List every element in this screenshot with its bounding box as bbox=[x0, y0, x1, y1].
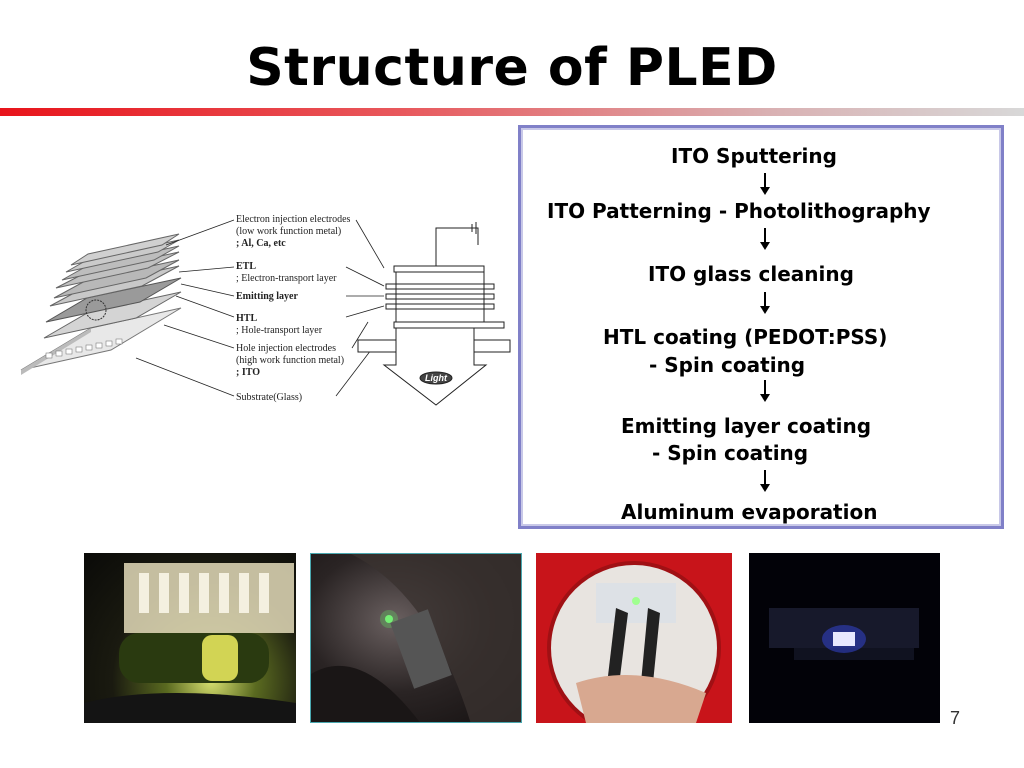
pled-structure-diagram: Electron injection electrodes (low work … bbox=[20, 214, 511, 406]
arrow-down-icon bbox=[760, 228, 770, 250]
label-hole-injection: Hole injection electrodes bbox=[236, 343, 336, 354]
light-label: Light bbox=[425, 373, 448, 383]
photo-blue-pled-emission bbox=[749, 553, 940, 723]
label-htl: HTL bbox=[236, 313, 257, 324]
step-htl-spin-coating: - Spin coating bbox=[649, 353, 806, 377]
label-electron-injection: Electron injection electrodes bbox=[236, 214, 351, 225]
arrow-down-icon bbox=[760, 470, 770, 492]
step-ito-glass-cleaning: ITO glass cleaning bbox=[648, 262, 854, 286]
layer-stack bbox=[20, 233, 182, 375]
arrow-down-icon bbox=[760, 292, 770, 314]
photo-pled-in-tweezers bbox=[310, 553, 522, 723]
step-emitting-layer-coating: Emitting layer coating bbox=[621, 414, 872, 438]
label-ito: ; ITO bbox=[236, 367, 260, 378]
title-underline bbox=[0, 108, 1024, 116]
photo-flexible-pled bbox=[84, 553, 296, 723]
label-electron-transport: ; Electron-transport layer bbox=[236, 273, 337, 284]
process-flow-box: ITO Sputtering ITO Patterning - Photolit… bbox=[518, 125, 1004, 529]
pointer-lines bbox=[135, 219, 385, 397]
page-number: 7 bbox=[950, 708, 961, 728]
step-aluminum-evaporation: Aluminum evaporation bbox=[621, 500, 878, 524]
label-high-work-function: (high work function metal) bbox=[236, 355, 344, 366]
label-al-ca: ; Al, Ca, etc bbox=[236, 238, 286, 249]
step-htl-coating: HTL coating (PEDOT:PSS) bbox=[603, 325, 888, 349]
step-ito-sputtering: ITO Sputtering bbox=[671, 144, 837, 168]
step-ito-patterning: ITO Patterning - Photolithography bbox=[547, 199, 931, 223]
label-hole-transport: ; Hole-transport layer bbox=[236, 325, 323, 336]
label-emitting-layer: Emitting layer bbox=[236, 291, 298, 302]
label-low-work-function: (low work function metal) bbox=[236, 226, 341, 237]
label-etl: ETL bbox=[236, 261, 256, 272]
arrow-down-icon bbox=[760, 173, 770, 195]
label-substrate: Substrate(Glass) bbox=[236, 392, 302, 403]
slide-title: Structure of PLED bbox=[246, 38, 778, 98]
step-emitting-spin-coating: - Spin coating bbox=[652, 441, 809, 465]
photo-pled-with-clips bbox=[536, 553, 732, 723]
device-cross-section bbox=[357, 222, 511, 406]
arrow-down-icon bbox=[760, 380, 770, 402]
